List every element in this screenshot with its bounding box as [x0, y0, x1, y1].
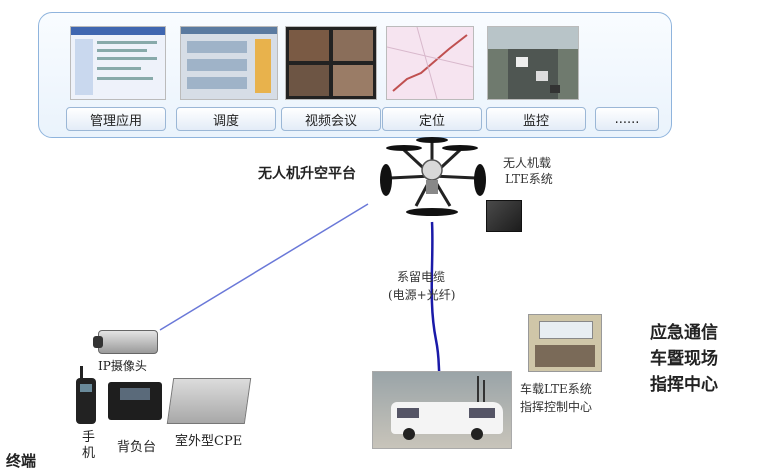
positioning-map-screenshot: [386, 26, 474, 100]
uav-lte-device: [486, 200, 522, 232]
cpe-label: 室外型CPE: [175, 434, 243, 449]
map-route: [387, 27, 473, 99]
terminal-label: 终端: [6, 452, 37, 470]
command-center-label-line1: 应急通信: [650, 323, 718, 343]
backpack-station-icon: [108, 382, 162, 420]
backpack-label: 背负台: [117, 440, 157, 455]
command-vehicle-photo: [372, 371, 512, 449]
app-tile-surveillance[interactable]: 监控: [486, 107, 586, 131]
command-center-label-line2: 车暨现场: [650, 349, 718, 369]
app-tile-dispatch[interactable]: 调度: [176, 107, 276, 131]
tether-label-line1: 系留电缆: [397, 270, 446, 284]
surveillance-screenshot: [487, 26, 579, 100]
command-center-photo: [528, 314, 602, 372]
vehicle-lte-label-line2: 指挥控制中心: [520, 400, 593, 414]
wireless-link: [159, 203, 369, 331]
handset-label-line1: 手: [82, 430, 96, 445]
outdoor-cpe-icon: [166, 378, 252, 424]
dispatch-app-screenshot: [180, 26, 278, 100]
video-conference-screenshot: [285, 26, 377, 100]
management-app-screenshot: [70, 26, 166, 100]
ip-camera-icon: [93, 330, 158, 354]
command-center-label-line3: 指挥中心: [650, 375, 718, 395]
uav-platform-label: 无人机升空平台: [258, 166, 356, 182]
app-tile-video-conference[interactable]: 视频会议: [281, 107, 381, 131]
handset-radio-icon: [76, 366, 96, 424]
tether-label-line2: (电源+光纤): [388, 288, 456, 302]
uav-lte-label-line2: LTE系统: [505, 172, 553, 186]
handset-label-line2: 机: [82, 446, 96, 461]
app-tile-more[interactable]: ......: [595, 107, 659, 131]
vehicle-lte-label-line1: 车载LTE系统: [520, 382, 592, 396]
app-tile-management[interactable]: 管理应用: [66, 107, 166, 131]
uav-lte-label-line1: 无人机载: [503, 156, 552, 170]
drone-icon: [380, 137, 486, 216]
tether-cable: [430, 221, 442, 379]
app-tile-positioning[interactable]: 定位: [382, 107, 482, 131]
ip-camera-label: IP摄像头: [98, 359, 147, 373]
